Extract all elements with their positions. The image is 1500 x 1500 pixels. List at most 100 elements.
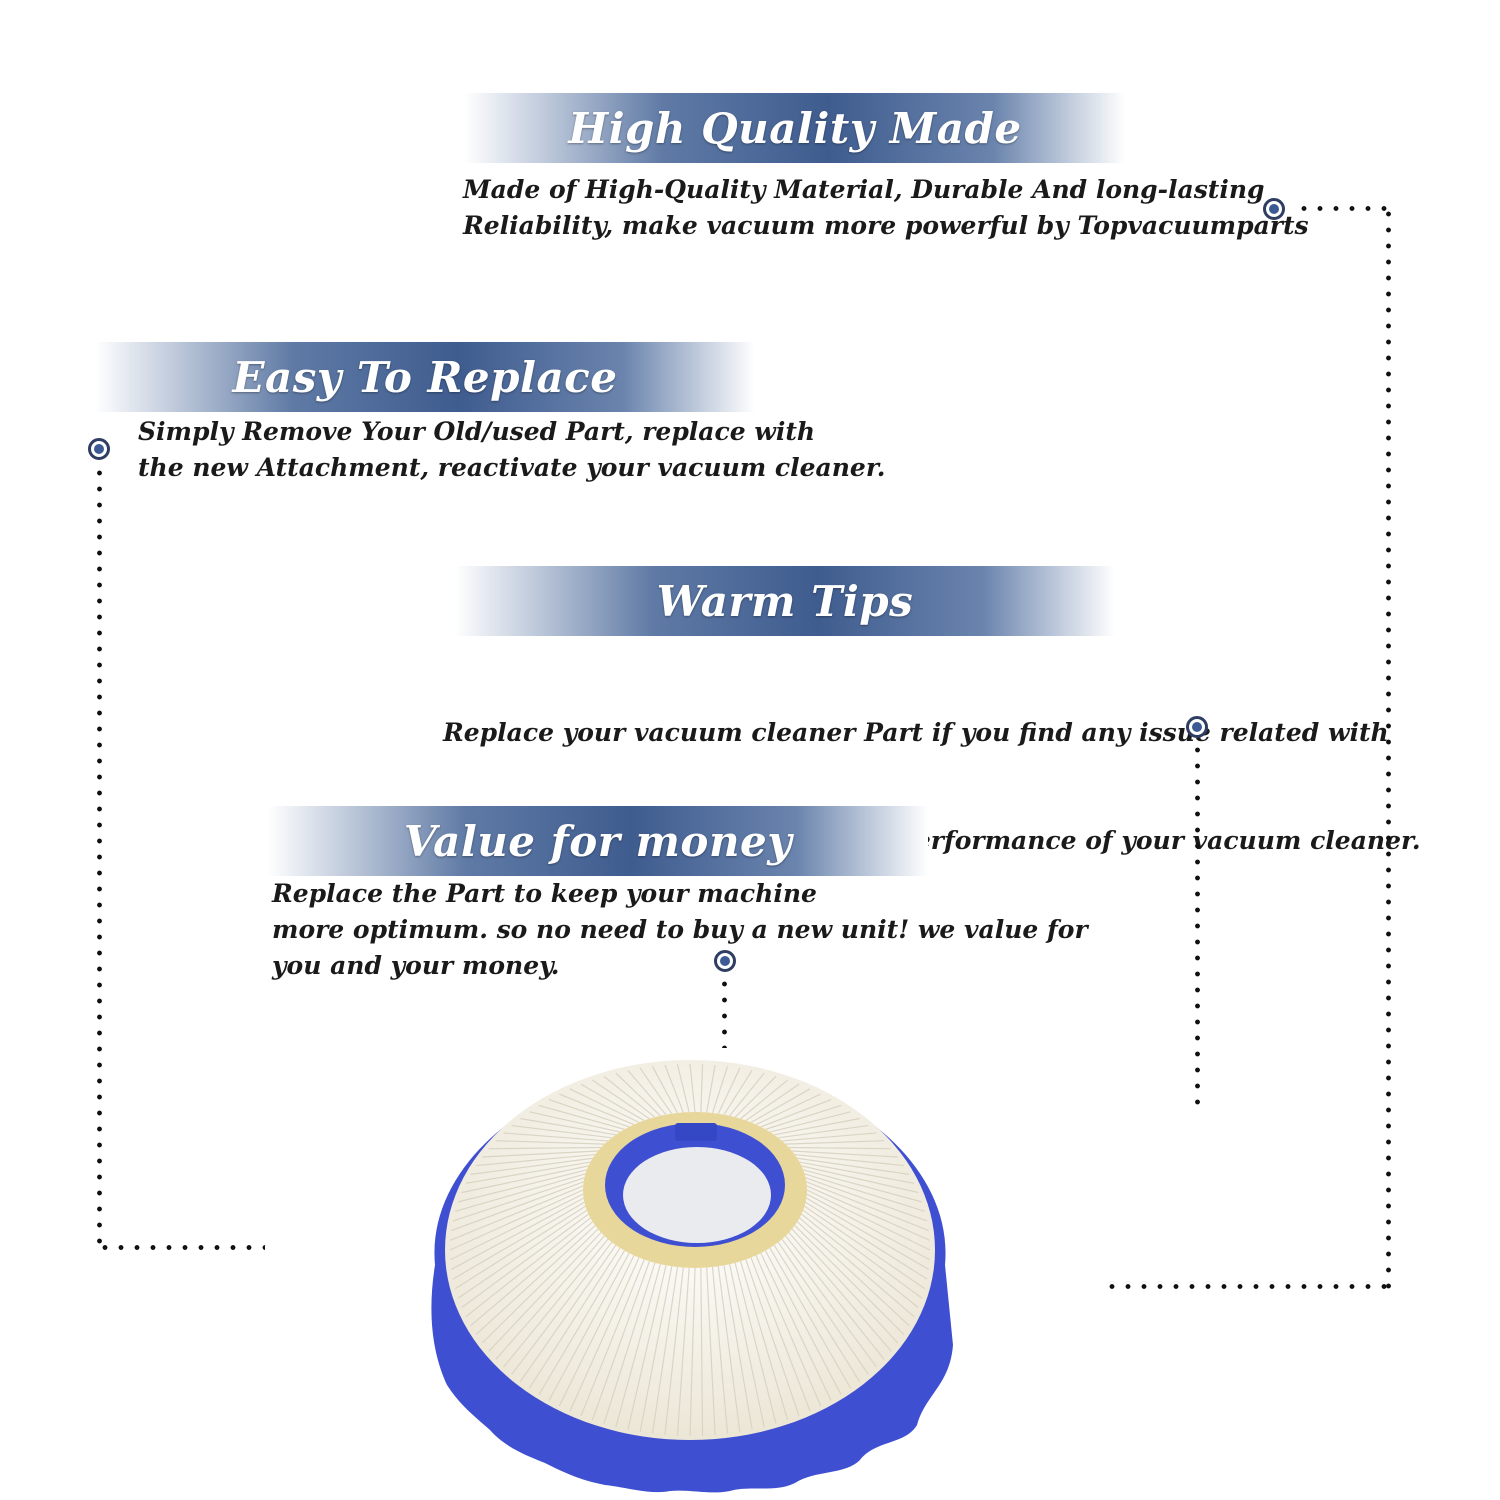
filter-pleats (449, 1063, 931, 1437)
filter-pleat (773, 1244, 861, 1382)
filter-pleat (689, 1267, 696, 1437)
filter-pleat (569, 1088, 640, 1123)
filter-pleat (651, 1266, 679, 1434)
filter-pleat (765, 1104, 842, 1130)
filter-pleat (750, 1257, 811, 1412)
banner-value-money: Value for money (268, 806, 928, 876)
filter-pleat (639, 1266, 673, 1433)
filter-pleat (740, 1079, 788, 1120)
filter-pleat (745, 1259, 800, 1416)
filter-pleat (803, 1169, 922, 1203)
filter-pleat (475, 1224, 596, 1335)
filter-pleat (461, 1213, 589, 1308)
filter-pleat (778, 1124, 869, 1139)
filter-pleat (548, 1098, 630, 1128)
filter-pleat (519, 1244, 617, 1382)
desc-easy-replace: Simply Remove Your Old/used Part, replac… (138, 414, 885, 486)
circle-dot-icon (1186, 716, 1208, 738)
filter-pleat (569, 1257, 640, 1412)
banner-high-quality: High Quality Made (465, 93, 1125, 163)
filter-tab (675, 1123, 717, 1141)
filter-pleat (503, 1132, 609, 1142)
filter-pleat (461, 1165, 589, 1194)
filter-pleat (495, 1235, 605, 1360)
filter-pleat (764, 1250, 842, 1395)
filter-pleat (806, 1193, 930, 1261)
banner-title-value-money: Value for money (403, 816, 793, 866)
filter-pleat (805, 1201, 928, 1280)
filter-pleat (470, 1221, 594, 1327)
filter-pleat (785, 1235, 885, 1360)
filter-pleat (689, 1063, 696, 1113)
filter-pleat (580, 1259, 645, 1416)
filter-pleat (664, 1064, 684, 1113)
filter-pleat (454, 1205, 586, 1290)
filter-pleat (651, 1066, 679, 1114)
filter-pleat (791, 1228, 899, 1344)
connector-line (1195, 742, 1200, 1110)
filter-pleat (488, 1232, 602, 1352)
filter-pleat (806, 1189, 931, 1251)
desc-value-money: Replace the Part to keep your machine mo… (272, 876, 1088, 984)
filter-pleat (774, 1117, 860, 1136)
filter-pleat (452, 1177, 585, 1222)
filter-pleat (706, 1064, 716, 1113)
filter-pleat (591, 1261, 651, 1421)
filter-pleat (615, 1072, 661, 1117)
filter-pleat (804, 1173, 925, 1212)
banner-title-easy-replace: Easy To Replace (232, 352, 618, 402)
filter-pleat (627, 1069, 667, 1116)
filter-pleat (805, 1177, 928, 1222)
filter-pleat (639, 1067, 673, 1115)
connector-line (1386, 206, 1391, 1290)
filter-pleat (729, 1264, 765, 1428)
filter-pleat (799, 1161, 915, 1184)
filter-pleat (627, 1265, 667, 1430)
filter-pleat (458, 1169, 587, 1203)
filter-pleat (488, 1146, 602, 1150)
filter-pleat (806, 1181, 929, 1232)
filter-pleat (664, 1267, 684, 1436)
filter-pleat (465, 1161, 591, 1184)
filter-pleat (723, 1265, 753, 1430)
filter-pleat (520, 1117, 616, 1136)
filter-pleat (734, 1262, 777, 1424)
filter-pleat (801, 1165, 919, 1194)
filter-pleat (801, 1213, 919, 1308)
filter-pleat (760, 1252, 832, 1401)
connector-line (1296, 206, 1390, 211)
banner-title-high-quality: High Quality Made (568, 103, 1022, 153)
filter-pleat (603, 1262, 656, 1424)
filter-pleat (785, 1140, 885, 1145)
filter-pleat (799, 1217, 915, 1318)
filter-pleat (723, 1070, 753, 1115)
circle-dot-icon (1263, 198, 1285, 220)
filter-pleat (717, 1067, 741, 1114)
banner-easy-replace: Easy To Replace (95, 342, 755, 412)
vacuum-filter-image (431, 1060, 953, 1493)
filter-pleat (495, 1140, 605, 1145)
filter-pleat (797, 1157, 910, 1175)
desc-line: Simply Remove Your Old/used Part, replac… (138, 417, 816, 446)
filter-pleat (476, 1153, 596, 1167)
filter-pleat (711, 1066, 729, 1114)
filter-pleat (729, 1072, 765, 1117)
filter-pleat (450, 1185, 584, 1241)
desc-high-quality: Made of High-Quality Material, Durable A… (463, 172, 1309, 244)
filter-pleat (788, 1232, 892, 1352)
filter-pleat (804, 1205, 926, 1290)
filter-pleat (711, 1266, 729, 1434)
filter-pleat (452, 1201, 585, 1280)
filter-pleat (451, 1181, 584, 1232)
filter-pleat (777, 1241, 869, 1375)
filter-pleat (592, 1079, 650, 1120)
filter-pleat (481, 1228, 599, 1344)
desc-line: you and your money. (272, 951, 560, 980)
filter-pleat (676, 1267, 690, 1436)
filter-pleat (558, 1255, 635, 1407)
filter-pleat (451, 1197, 584, 1270)
desc-line: Replace your vacuum cleaner Part if you … (443, 718, 1389, 747)
filter-pleat (769, 1111, 851, 1133)
filter-pleat (745, 1083, 800, 1121)
filter-pleat (615, 1264, 661, 1428)
